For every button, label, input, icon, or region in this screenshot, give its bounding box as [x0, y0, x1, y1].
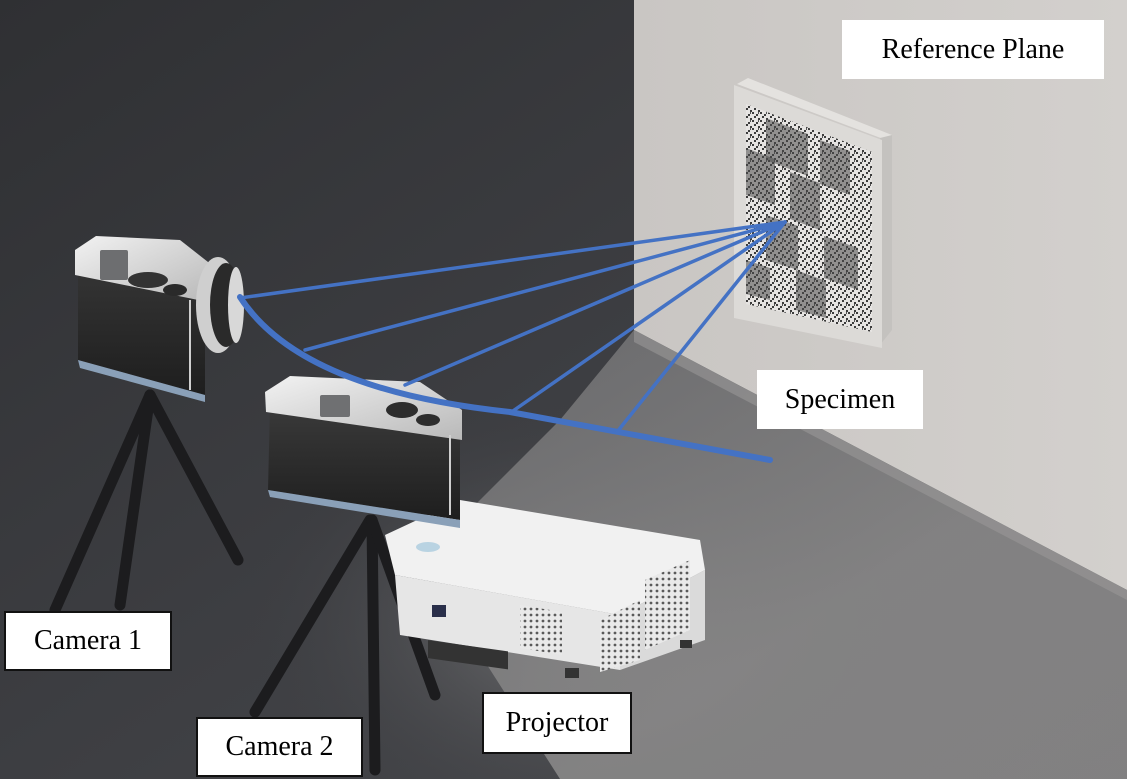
camera-1-label: Camera 1 — [4, 611, 172, 671]
projector — [385, 500, 705, 678]
projector-label: Projector — [482, 692, 632, 754]
camera-1 — [75, 236, 244, 402]
specimen-label: Specimen — [757, 370, 923, 429]
camera-2 — [265, 376, 462, 528]
reference-plane-label: Reference Plane — [842, 20, 1104, 79]
camera-1-tripod — [49, 389, 244, 616]
measurement-rays — [237, 220, 787, 463]
camera-2-label: Camera 2 — [196, 717, 363, 777]
floor — [420, 330, 1127, 779]
